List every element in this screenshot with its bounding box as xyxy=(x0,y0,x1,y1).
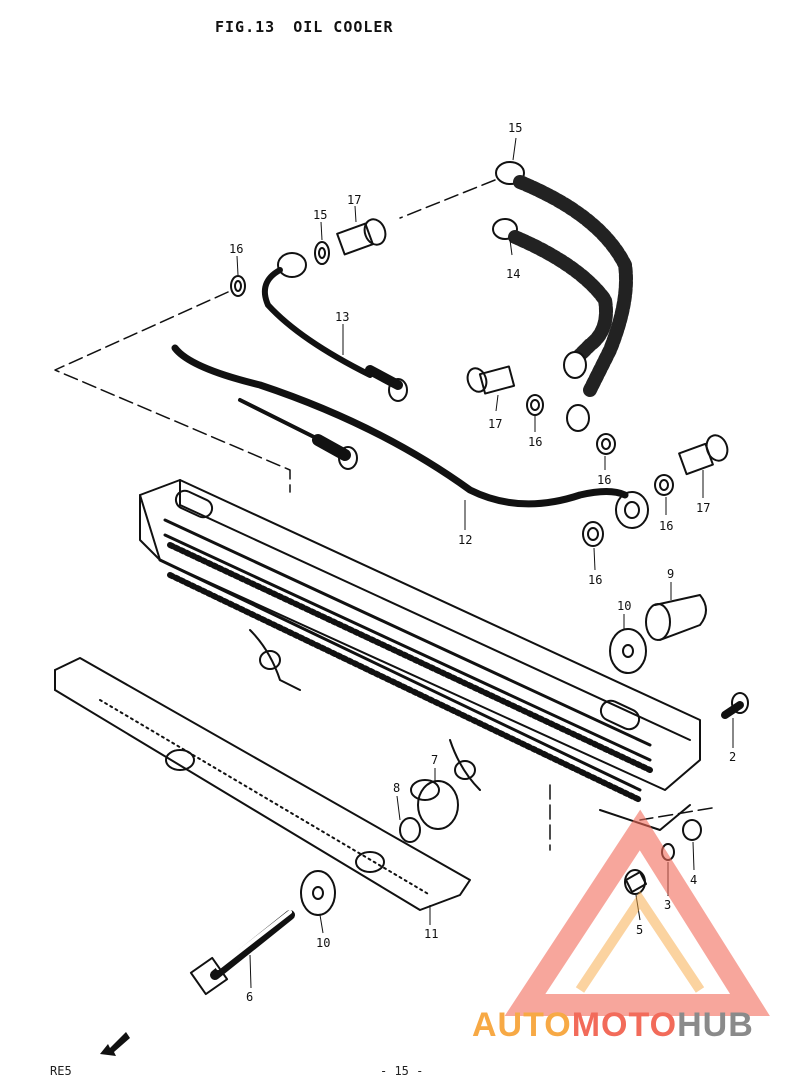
callout-15-upper: 15 xyxy=(508,121,523,135)
union-bolt-right xyxy=(678,434,729,476)
callout-5: 5 xyxy=(636,923,644,937)
hose-fitting-upper xyxy=(495,161,525,185)
callout-16-right-a: 16 xyxy=(597,473,612,487)
figure-number: FIG.13 xyxy=(215,18,276,36)
oil-pipe-12 xyxy=(171,344,649,529)
callout-8: 8 xyxy=(393,781,401,795)
oil-hoses xyxy=(492,161,633,432)
figure-code: RE5 xyxy=(50,1064,72,1078)
callout-17-middle: 17 xyxy=(488,417,503,431)
callout-16-middle: 16 xyxy=(528,435,543,449)
callout-9: 9 xyxy=(667,567,675,581)
watermark-text: AUTOMOTOHUB xyxy=(472,1006,754,1045)
watermark-logo xyxy=(504,809,770,1016)
callout-15-left: 15 xyxy=(313,208,328,222)
callout-17-upper: 17 xyxy=(347,193,362,207)
arrow-icon xyxy=(100,1032,130,1056)
union-bolt-middle xyxy=(466,365,516,395)
callout-16-lower: 16 xyxy=(588,573,603,587)
union-bolts xyxy=(336,218,729,476)
mounting-bolt xyxy=(189,910,295,996)
page-number: - 15 - xyxy=(380,1064,424,1078)
leader-lines xyxy=(54,179,713,851)
washers xyxy=(300,628,647,916)
bolt-2 xyxy=(721,692,749,719)
cooler-bracket xyxy=(54,657,471,911)
hose-upper xyxy=(513,175,633,397)
callout-6: 6 xyxy=(246,990,254,1004)
callout-14: 14 xyxy=(506,267,521,281)
watermark-part-1: AUTO xyxy=(472,1006,572,1044)
gaskets xyxy=(230,241,674,547)
callout-17-right: 17 xyxy=(696,501,711,515)
callout-10-right: 10 xyxy=(617,599,632,613)
collar xyxy=(645,594,707,641)
watermark-part-3: HUB xyxy=(677,1006,754,1044)
callout-10-left: 10 xyxy=(316,936,331,950)
grommets xyxy=(399,779,459,843)
figure-title: FIG.13 OIL COOLER xyxy=(215,18,412,36)
callout-16-left: 16 xyxy=(229,242,244,256)
nut-and-washers xyxy=(624,819,702,895)
hose-lower xyxy=(508,230,613,367)
callout-3: 3 xyxy=(664,898,672,912)
figure-name: OIL COOLER xyxy=(293,18,394,36)
callout-4: 4 xyxy=(690,873,698,887)
hose-fitting-lower xyxy=(492,218,518,240)
watermark-part-2: MOTO xyxy=(571,1006,678,1044)
hose-end-a xyxy=(563,351,587,379)
callout-12: 12 xyxy=(458,533,473,547)
callout-13: 13 xyxy=(335,310,350,324)
callout-7: 7 xyxy=(431,753,439,767)
oil-cooler-core xyxy=(139,479,701,831)
union-bolt-upper xyxy=(336,218,387,256)
callout-2: 2 xyxy=(729,750,737,764)
hose-end-b xyxy=(566,404,590,432)
callout-16-right-b: 16 xyxy=(659,519,674,533)
front-direction-marker xyxy=(98,1026,132,1062)
oil-pipe-13 xyxy=(262,252,408,402)
callout-11: 11 xyxy=(424,927,439,941)
